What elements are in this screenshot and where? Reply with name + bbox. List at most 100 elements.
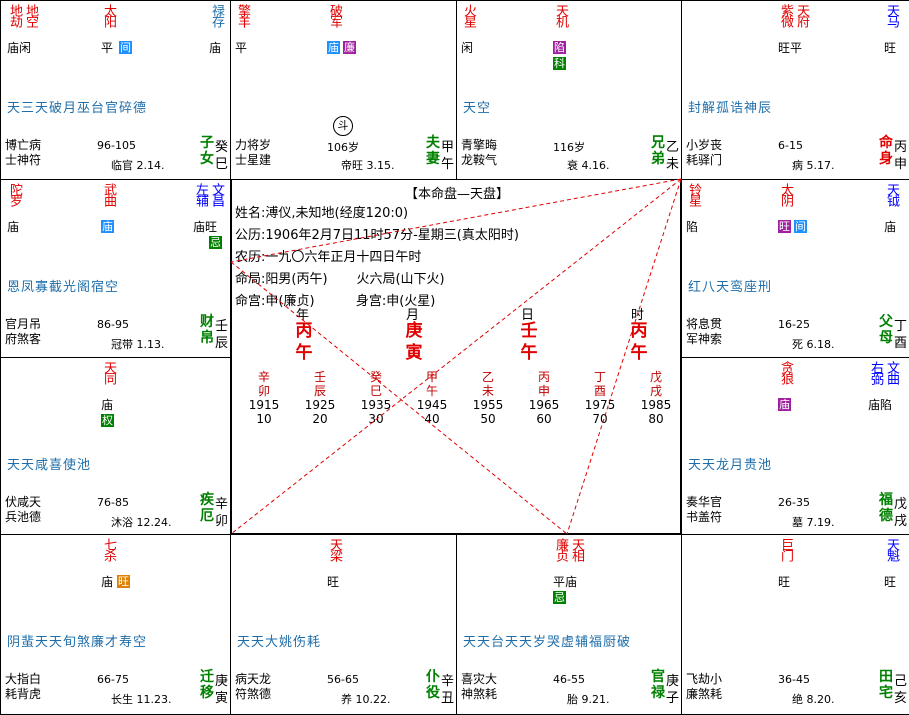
pillar-branch: 午 bbox=[520, 343, 538, 363]
decade-year: 1975 bbox=[584, 398, 616, 412]
decade-stem: 戊 bbox=[649, 370, 662, 384]
gods-list: 力将岁士星建 bbox=[235, 138, 271, 168]
gods-list: 喜灾大神煞耗 bbox=[461, 672, 497, 702]
age-range: 116岁 bbox=[553, 141, 585, 154]
minor-stars: 红八天鸾座刑 bbox=[688, 280, 773, 295]
star-name: 巨门 bbox=[778, 538, 793, 560]
decade-branch: 戌 bbox=[649, 384, 662, 398]
palace-name[interactable]: 父母 bbox=[879, 314, 893, 346]
pillar-branch: 寅 bbox=[405, 343, 423, 363]
life-stage: 墓 7.19. bbox=[792, 516, 835, 529]
age-range: 16-25 bbox=[778, 318, 810, 331]
star-name: 武曲 bbox=[101, 183, 116, 205]
decade-stem: 辛 bbox=[257, 370, 270, 384]
palace-name[interactable]: 命身 bbox=[879, 135, 893, 167]
life-stage: 死 6.18. bbox=[792, 338, 835, 351]
palace-name[interactable]: 子女 bbox=[200, 135, 214, 167]
gods-list: 小岁丧耗驿门 bbox=[686, 138, 722, 168]
decade-year: 1965 bbox=[528, 398, 560, 412]
transform-badge: 忌 bbox=[209, 236, 222, 249]
transform-badge: 廉 bbox=[343, 41, 356, 54]
star-name: 破军 bbox=[327, 4, 342, 26]
age-range: 6-15 bbox=[778, 139, 803, 152]
palace-name[interactable]: 兄弟 bbox=[651, 135, 665, 167]
transform-badge: 旺 bbox=[778, 220, 791, 233]
star-name: 太阴 bbox=[778, 183, 793, 205]
minor-stars: 天三天破月巫台官碎德 bbox=[7, 101, 148, 116]
palace-name[interactable]: 仆役 bbox=[426, 669, 440, 701]
pillar-branch: 午 bbox=[630, 343, 648, 363]
star-name: 贪狼 bbox=[778, 361, 793, 383]
palace-name[interactable]: 夫妻 bbox=[426, 135, 440, 167]
four-pillar: 壬午 bbox=[517, 320, 541, 364]
transform-badge: 庙 bbox=[778, 398, 791, 411]
gods-row-1: 力将岁 bbox=[235, 138, 272, 152]
minor-stars: 天天咸喜使池 bbox=[7, 458, 92, 473]
palace-name[interactable]: 官禄 bbox=[651, 669, 665, 701]
star-brightness: 庙 bbox=[101, 575, 114, 589]
palace-name[interactable]: 财帛 bbox=[200, 314, 214, 346]
decade-age: 30 bbox=[368, 412, 384, 426]
pillar-branch: 午 bbox=[295, 343, 313, 363]
star-brightness: 庙 bbox=[101, 398, 114, 412]
transform-badge: 陷 bbox=[553, 41, 566, 54]
decade-year: 1955 bbox=[472, 398, 504, 412]
star-name: 陀罗 bbox=[7, 183, 22, 205]
decade-age: 80 bbox=[648, 412, 664, 426]
star-name: 天梁 bbox=[327, 538, 342, 560]
age-range: 96-105 bbox=[97, 139, 136, 152]
palace-name[interactable]: 疾厄 bbox=[200, 492, 214, 524]
gods-row-1: 伏咸天 bbox=[5, 495, 42, 509]
decade-branch: 午 bbox=[425, 384, 438, 398]
age-range: 106岁 bbox=[327, 141, 359, 154]
star-brightness: 平庙 bbox=[553, 575, 578, 589]
minor-stars: 恩凤寡截光阁宿空 bbox=[7, 280, 120, 295]
pillar-stem: 壬 bbox=[520, 321, 538, 341]
star-name: 廉贞 bbox=[553, 538, 568, 560]
star-brightness: 平 bbox=[101, 41, 114, 55]
palace-stem-branch: 丙申 bbox=[894, 140, 908, 172]
gods-row-2: 军神索 bbox=[686, 332, 723, 346]
palace-name[interactable]: 迁移 bbox=[200, 669, 214, 701]
gods-row-2: 耗背虎 bbox=[5, 687, 42, 701]
palace-name[interactable]: 福德 bbox=[879, 492, 893, 524]
star-brightness: 旺 bbox=[884, 41, 897, 55]
star-brightness: 旺 bbox=[884, 575, 897, 589]
decade-age: 40 bbox=[424, 412, 440, 426]
palace-name[interactable]: 田宅 bbox=[879, 669, 893, 701]
age-range: 86-95 bbox=[97, 318, 129, 331]
age-range: 36-45 bbox=[778, 673, 810, 686]
pillar-stem: 丙 bbox=[630, 321, 648, 341]
decade-stem: 丁 bbox=[593, 370, 606, 384]
age-range: 26-35 bbox=[778, 496, 810, 509]
star-name: 文昌 bbox=[209, 183, 224, 205]
decade-stem: 癸 bbox=[369, 370, 382, 384]
age-range: 46-55 bbox=[553, 673, 585, 686]
age-range: 76-85 bbox=[97, 496, 129, 509]
age-range: 66-75 bbox=[97, 673, 129, 686]
star-brightness: 庙 bbox=[884, 220, 897, 234]
transform-badge: 庙 bbox=[327, 41, 340, 54]
center-title: 【本命盘—天盘】 bbox=[404, 187, 509, 202]
decade-age: 70 bbox=[592, 412, 608, 426]
birth-info-line: 命局:阳男(丙午) 火六局(山下火) bbox=[235, 272, 445, 287]
gods-list: 伏咸天兵池德 bbox=[5, 495, 41, 525]
palace-stem-branch: 辛卯 bbox=[215, 497, 229, 529]
